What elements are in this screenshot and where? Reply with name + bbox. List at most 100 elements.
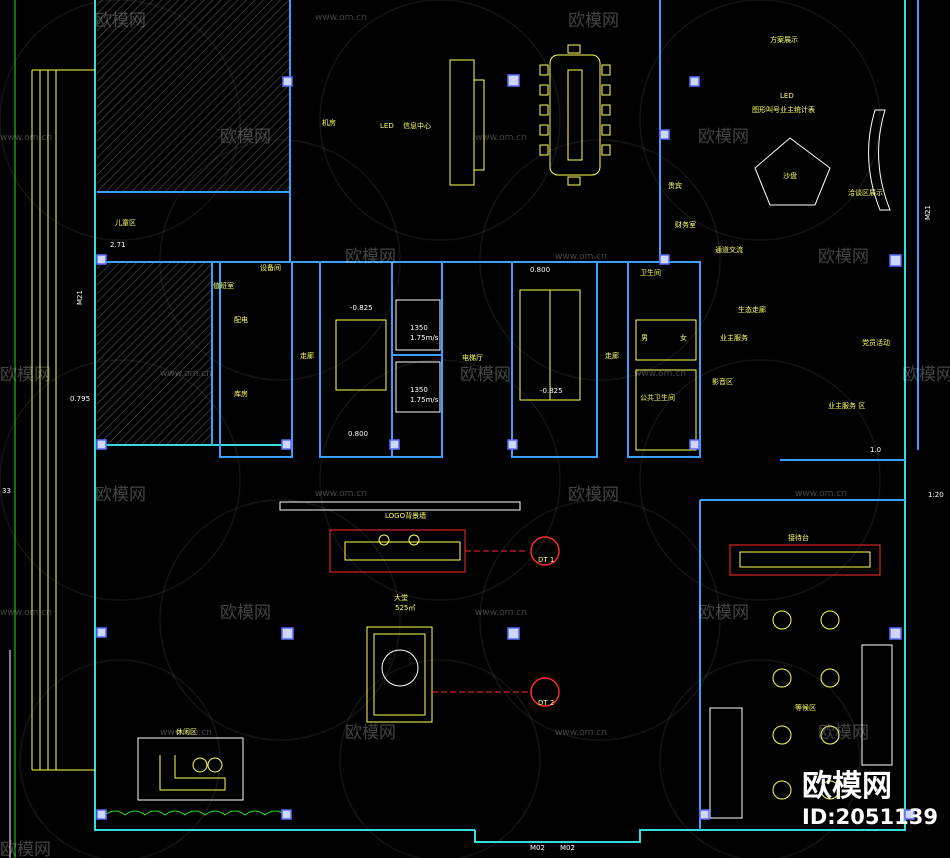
watermark-brand: 欧模网	[95, 11, 146, 31]
watermark-brand: 欧模网	[0, 365, 51, 385]
reception-area	[279, 501, 560, 723]
watermark-brand: 欧模网	[818, 247, 869, 267]
room-label: 走廊	[605, 351, 619, 360]
watermark-brand: 欧模网	[698, 603, 749, 623]
tag-label: DT 1	[538, 556, 554, 564]
watermark-url: www.om.cn	[555, 252, 607, 262]
west-strip	[9, 0, 95, 858]
side-mark: M02	[530, 844, 545, 852]
room-label: 接待台	[788, 533, 809, 542]
room-label: 男	[641, 334, 648, 342]
room-label: 机房	[322, 118, 336, 127]
hatched-zone-lower	[97, 262, 212, 444]
watermark-url: www.om.cn	[475, 608, 527, 618]
room-label: 沙盘	[783, 171, 797, 180]
level-mark: -0.825	[350, 304, 373, 312]
sand-table	[754, 137, 831, 206]
watermark-url: www.om.cn	[475, 133, 527, 143]
watermarks: 欧模网 www.om.cn 欧模网 欧模网 www.om.cn www.om.c…	[0, 11, 950, 858]
watermark-url: www.om.cn	[160, 369, 212, 379]
room-label: 财务室	[675, 220, 696, 229]
room-label: 通道交流	[715, 245, 743, 254]
room-label: 影音区	[712, 377, 733, 386]
watermark-brand: 欧模网	[0, 840, 51, 858]
meeting-table	[449, 44, 611, 186]
watermark-brand: 欧模网	[345, 723, 396, 743]
side-mark: 1:20	[928, 491, 944, 499]
room-label: 业主服务 区	[828, 401, 865, 410]
watermark-brand: 欧模网	[568, 11, 619, 31]
room-label: 贵宾	[668, 181, 682, 190]
room-label: 卫生间	[640, 268, 661, 277]
watermark-brand: 欧模网	[95, 485, 146, 505]
room-label: LOGO背景墙	[385, 511, 426, 520]
room-label: 等候区	[795, 703, 816, 712]
room-label: 生态走廊	[738, 305, 766, 314]
room-labels: 机房 LED 信息中心 方案展示 LED 图形叫号业主统计表 沙盘 洽谈区展示 …	[115, 35, 890, 736]
level-mark: 0.800	[530, 266, 550, 274]
elevator-note: 1350	[410, 324, 428, 332]
watermark-brand: 欧模网	[220, 127, 271, 147]
room-label: 休闲区	[176, 727, 197, 736]
elevator-note: 1.75m/s	[410, 396, 439, 404]
room-label: 值班室	[213, 281, 234, 290]
watermark-brand: 欧模网	[220, 603, 271, 623]
side-mark: 33	[2, 487, 11, 495]
display-wall-curve	[868, 109, 891, 211]
id-stamp: 欧模网 ID:2051139	[802, 769, 938, 829]
room-label: 库房	[234, 389, 248, 398]
watermark-url: www.om.cn	[160, 728, 212, 738]
dimension-notes: 2.71 0.795 1.0 525㎡ 1350 1.75m/s 1350 1.…	[2, 205, 944, 852]
area-note: 1.0	[870, 446, 881, 454]
room-label: 走廊	[300, 351, 314, 360]
watermark-brand: 欧模网	[818, 723, 869, 743]
room-label: 图形叫号业主统计表	[752, 105, 815, 114]
watermark-brand: 欧模网	[345, 247, 396, 267]
side-mark: M21	[76, 290, 84, 305]
room-label: 电梯厅	[462, 353, 483, 362]
watermark-url: www.om.cn	[795, 489, 847, 499]
tag-label: DT 2	[538, 699, 554, 707]
watermark-url: www.om.cn	[315, 489, 367, 499]
watermark-brand: 欧模网	[698, 127, 749, 147]
room-label: 设备间	[260, 263, 281, 272]
room-label: 方案展示	[770, 35, 798, 44]
planting-strip	[104, 810, 286, 816]
watermark-url: www.om.cn	[555, 728, 607, 738]
watermark-circles	[0, 0, 881, 858]
room-label: 配电	[234, 315, 248, 324]
elevator-note: 1.75m/s	[410, 334, 439, 342]
service-core	[219, 261, 701, 458]
level-mark: 0.800	[348, 430, 368, 438]
room-label: LED	[780, 92, 794, 100]
side-mark: M02	[560, 844, 575, 852]
watermark-brand: 欧模网	[902, 365, 950, 385]
room-label: 洽谈区展示	[848, 188, 883, 197]
watermark-brand: 欧模网	[460, 365, 511, 385]
room-label: 业主服务	[720, 333, 748, 342]
elevator-note: 1350	[410, 386, 428, 394]
level-mark: -0.825	[540, 387, 563, 395]
watermark-url: www.om.cn	[0, 133, 52, 143]
area-note: 525㎡	[395, 604, 415, 612]
watermark-url: www.om.cn	[634, 369, 686, 379]
leisure-area	[137, 737, 244, 801]
area-note: 2.71	[110, 241, 126, 249]
room-label: 女	[680, 333, 687, 342]
watermark-url: www.om.cn	[0, 608, 52, 618]
room-label: 党员活动	[862, 338, 890, 347]
room-label: 大堂	[394, 593, 408, 602]
room-label: LED	[380, 122, 394, 130]
room-label: 信息中心	[403, 121, 431, 130]
room-label: 儿童区	[115, 218, 136, 227]
watermark-brand: 欧模网	[568, 485, 619, 505]
east-lounge	[709, 544, 893, 819]
watermark-url: www.om.cn	[315, 13, 367, 23]
side-mark: M21	[924, 205, 932, 220]
columns	[96, 74, 915, 820]
stamp-id: ID:2051139	[802, 805, 938, 829]
hatched-zone-upper	[97, 0, 290, 192]
area-note: 0.795	[70, 395, 90, 403]
room-label: 公共卫生间	[640, 393, 675, 402]
